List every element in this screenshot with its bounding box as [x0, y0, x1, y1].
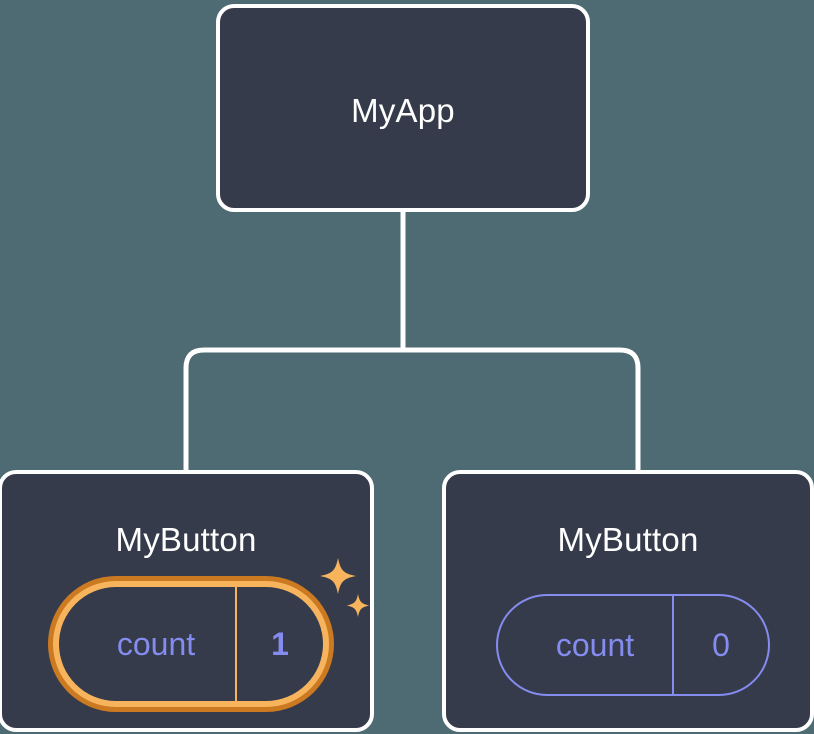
state-pill-count[interactable]: count 0	[496, 594, 770, 696]
state-pill-key: count	[116, 626, 196, 662]
node-mybutton-right-title: MyButton	[557, 521, 699, 558]
state-pill-key: count	[555, 627, 635, 663]
node-mybutton-right[interactable]: MyButton count 0	[442, 470, 814, 732]
state-pill-value: 1	[235, 587, 323, 701]
node-mybutton-left-title: MyButton	[115, 521, 257, 558]
node-mybutton-left[interactable]: MyButton count 1	[0, 470, 374, 732]
pill-core: count 1	[59, 587, 323, 701]
state-pill-count-highlighted[interactable]: count 1	[48, 576, 334, 712]
node-myapp[interactable]: MyApp	[216, 4, 590, 212]
state-pill-value: 0	[672, 596, 768, 694]
node-myapp-title: MyApp	[351, 92, 455, 129]
